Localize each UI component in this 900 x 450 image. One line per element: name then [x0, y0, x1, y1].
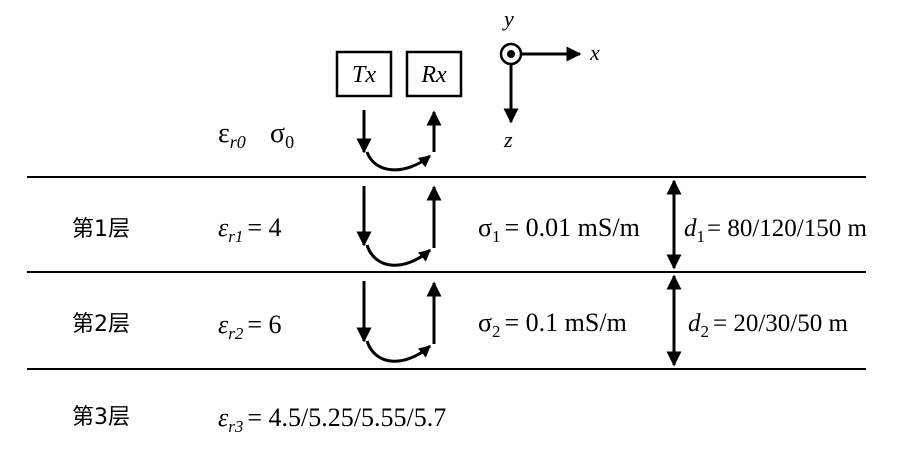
layer-1-thickness: d1= 80/120/150 m: [684, 215, 867, 246]
layer-2-conductivity: σ2= 0.1 mS/m: [478, 308, 627, 341]
layer-2-label: 第2层: [72, 312, 130, 337]
x-axis-label: x: [589, 40, 600, 65]
wave-path-air: [356, 110, 442, 172]
y-axis-out-of-page-icon: [499, 42, 523, 66]
wave-path-layer-2: [356, 281, 442, 363]
layer-1-label: 第1层: [72, 217, 130, 242]
air-permittivity: εr0: [218, 118, 246, 152]
layer-3-label: 第3层: [72, 405, 130, 430]
y-axis-label: y: [502, 6, 514, 31]
layer-3-permittivity: εr3= 4.5/5.25/5.55/5.7: [218, 403, 446, 436]
z-axis-label: z: [503, 127, 513, 152]
svg-text:Tx: Tx: [352, 62, 376, 88]
layer-2-permittivity: εr2= 6: [218, 310, 282, 343]
coordinate-system: y x z: [499, 6, 600, 152]
svg-text:Rx: Rx: [420, 62, 447, 88]
wave-path-layer-1: [356, 185, 442, 267]
layer-1-permittivity: εr1= 4: [218, 213, 282, 246]
air-conductivity: σ0: [270, 118, 294, 152]
rx-antenna: Rx: [405, 50, 463, 98]
layer-2-thickness: d2= 20/30/50 m: [688, 310, 848, 341]
layer-1-conductivity: σ1= 0.01 mS/m: [478, 213, 640, 246]
tx-antenna: Tx: [335, 50, 393, 98]
